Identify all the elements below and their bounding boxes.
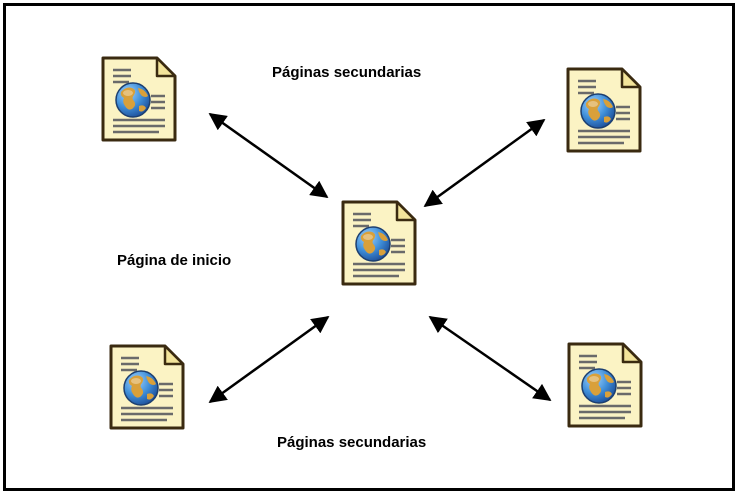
document-icon-bottom-left [109, 344, 185, 430]
document-icon-top-left [101, 56, 177, 142]
document-icon-bottom-right [567, 342, 643, 428]
arrow-home-top-left [208, 112, 329, 199]
secondary-pages-label-bottom: Páginas secundarias [277, 434, 427, 451]
arrow-home-top-right [423, 118, 546, 208]
arrow-home-bottom-left [208, 315, 330, 404]
arrow-home-bottom-right [428, 315, 552, 402]
document-icon-top-right [566, 67, 642, 153]
home-page-label: Página de inicio [117, 252, 232, 269]
document-icon-home [341, 200, 417, 286]
secondary-pages-label-top: Páginas secundarias [272, 64, 422, 81]
